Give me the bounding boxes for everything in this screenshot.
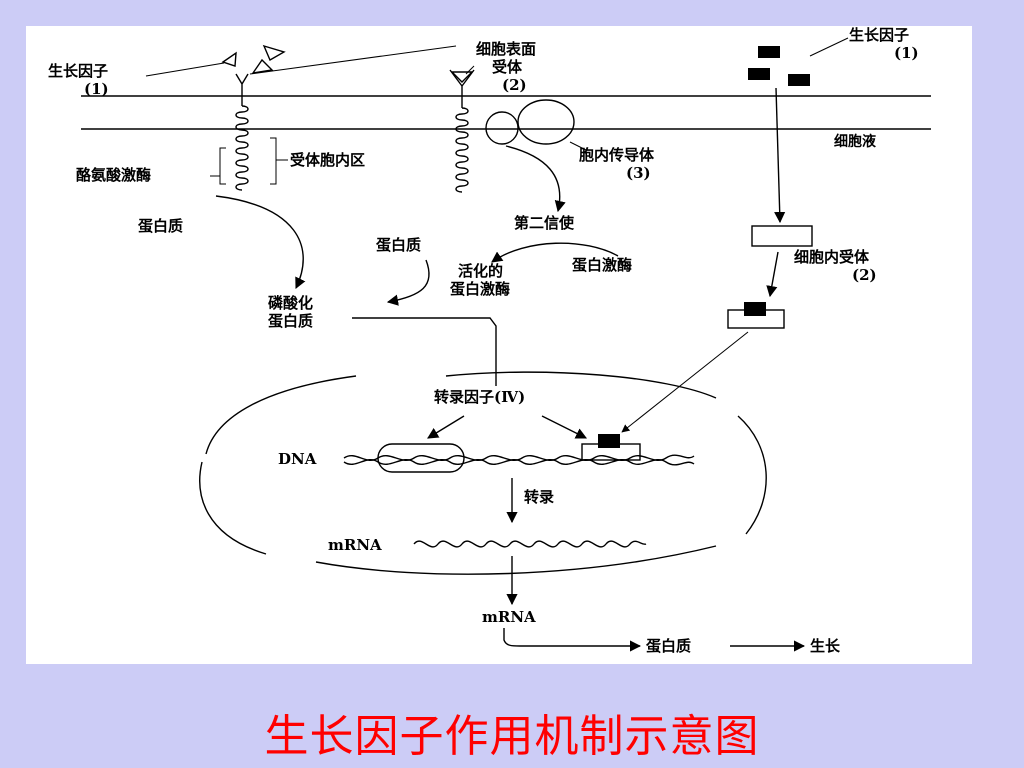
bound-ligand — [744, 302, 766, 316]
surface-receptor-label-2: 受体 — [492, 58, 523, 76]
growth-factor-right-pointer — [809, 37, 849, 57]
second-messenger-label: 第二信使 — [514, 214, 575, 232]
binding-arrow — [766, 251, 779, 298]
kinase-activation-arrow — [491, 242, 619, 263]
protein-mid-label: 蛋白质 — [376, 236, 421, 254]
transcription-label: 转录 — [524, 488, 554, 506]
mrna-outside-label: mRNA — [482, 608, 536, 626]
phosphorylation-arrow — [215, 195, 306, 290]
growth-factor-right-num: (1) — [894, 44, 919, 62]
diagram-caption: 生长因子作用机制示意图 — [264, 711, 760, 762]
growth-factor-triangles — [221, 44, 286, 74]
intracellular-receptor-label: 细胞内受体 — [794, 248, 870, 266]
diagram-panel: 生长因子 (1) 受体胞内区 酪氨酸激酶 细胞表面 受体 (2) 胞内传导体 (… — [26, 26, 972, 664]
mrna-strand — [413, 540, 647, 548]
protein-bottom-label: 蛋白质 — [646, 637, 691, 655]
transcription-factor-label: 转录因子(Ⅳ) — [434, 388, 525, 406]
activated-kinase-label-1: 活化的 — [458, 262, 503, 280]
phospho-to-tf-line — [352, 317, 497, 386]
tyrosine-kinase-label: 酪氨酸激酶 — [76, 166, 151, 184]
growth-factor-diagram: 生长因子 (1) 受体胞内区 酪氨酸激酶 细胞表面 受体 (2) 胞内传导体 (… — [48, 26, 931, 655]
surface-receptor-label-1: 细胞表面 — [476, 40, 536, 58]
second-messenger-arrow — [505, 145, 566, 213]
tf-bound-dna — [377, 443, 465, 473]
intracellular-receptor-num: (2) — [852, 266, 877, 284]
surface-receptor-num: (2) — [502, 76, 527, 94]
transducer-label: 胞内传导体 — [578, 146, 655, 164]
receptor-intracellular-label: 受体胞内区 — [290, 151, 365, 169]
receptor-bound-ligand — [598, 434, 620, 448]
phospho-protein-label-1: 磷酸化 — [268, 294, 313, 312]
tf-right-arrow — [541, 415, 588, 439]
tf-left-arrow — [427, 415, 465, 439]
tyrosine-kinase-receptor — [235, 73, 249, 191]
growth-label: 生长 — [810, 637, 841, 655]
protein-mid-arrow — [386, 259, 430, 306]
nucleus-envelope — [199, 371, 767, 575]
cytosol-label: 细胞液 — [834, 133, 877, 150]
kinase-bracket — [219, 147, 226, 185]
entry-arrow — [774, 87, 786, 224]
phospho-protein-label-2: 蛋白质 — [268, 312, 313, 330]
intracellular-receptor-box — [751, 225, 813, 247]
surface-receptor-pointer-2 — [465, 65, 475, 75]
translation-arrow — [503, 628, 642, 652]
receptor-to-dna-arrow — [621, 331, 749, 433]
mrna-inside-label: mRNA — [328, 536, 382, 554]
growth-factor-left-label: 生长因子 — [48, 62, 108, 80]
receptor-bracket — [270, 137, 277, 185]
transducer-pointer — [569, 141, 587, 151]
growth-factor-right-label: 生长因子 — [849, 26, 909, 44]
protein-left-label: 蛋白质 — [138, 217, 183, 235]
growth-factor-squares — [748, 46, 810, 86]
transducer-num: (3) — [626, 164, 651, 182]
activated-kinase-label-2: 蛋白激酶 — [450, 280, 510, 298]
dna-label: DNA — [278, 450, 317, 468]
protein-kinase-label: 蛋白激酶 — [572, 256, 632, 274]
surface-receptor-2 — [449, 69, 575, 193]
growth-factor-left-num: (1) — [84, 80, 109, 98]
dna-helix — [343, 454, 695, 466]
surface-receptor-pointer-1 — [249, 45, 457, 75]
growth-factor-left-pointer — [145, 62, 225, 77]
